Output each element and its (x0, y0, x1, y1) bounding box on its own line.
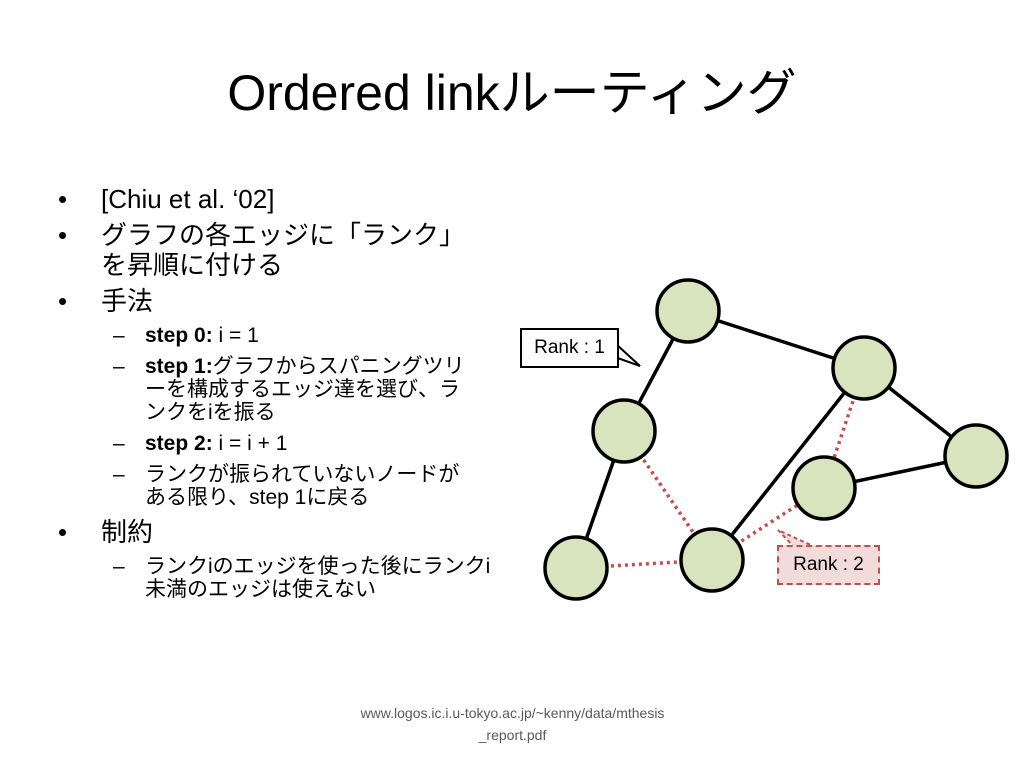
graph-node (679, 527, 745, 593)
step-label: step 2: (145, 432, 213, 455)
bullet-item: • [Chiu et al. ‘02] (58, 184, 518, 214)
graph-node (943, 423, 1009, 489)
edge-rank1 (710, 366, 866, 562)
sub-bullet-item: – step 0: i = 1 (58, 324, 518, 347)
bullet-marker: • (58, 517, 68, 547)
slide-title: Ordered linkルーティング (227, 65, 797, 121)
bullet-text: グラフの各エッジに「ランク」を昇順に付ける (101, 220, 466, 280)
sub-bullet-item: – ランクiのエッジを使った後にランクi未満のエッジは使えない (58, 555, 495, 601)
bullet-item: • 制約 (58, 517, 518, 547)
dash-marker: – (113, 555, 125, 578)
step-text: ランクが振られていないノードがある限り、step 1に戻る (145, 463, 460, 509)
bullet-item: • 手法 (58, 286, 518, 316)
rank2-callout: Rank : 2 (777, 545, 880, 585)
dash-marker: – (113, 324, 125, 347)
graph-node (543, 535, 609, 601)
bullet-text: 手法 (101, 286, 154, 316)
bullet-marker: • (58, 184, 68, 214)
dash-marker: – (113, 463, 125, 486)
step-label: step 1: (145, 355, 213, 378)
rank1-callout: Rank : 1 (520, 328, 619, 368)
bullet-text: [Chiu et al. ‘02] (101, 184, 275, 214)
sub-bullet-item: – ランクが振られていないノードがある限り、step 1に戻る (58, 463, 480, 509)
graph-node (591, 398, 657, 464)
bullet-text: 制約 (101, 517, 154, 547)
step-label: step 0: (145, 324, 213, 347)
graph-node (655, 278, 721, 344)
dash-marker: – (113, 355, 125, 378)
bullet-list: • [Chiu et al. ‘02] • グラフの各エッジに「ランク」を昇順に… (58, 178, 518, 601)
edge-rank2 (622, 430, 714, 561)
bullet-marker: • (58, 286, 68, 316)
graph-node (791, 455, 857, 521)
sub-bullet-item: – step 1:グラフからスパニングツリーを構成するエッジ達を選び、ランクをi… (58, 355, 480, 424)
bullet-marker: • (58, 220, 68, 250)
step-text: i = i + 1 (212, 432, 288, 455)
dash-marker: – (113, 432, 125, 455)
callout-rank1-pointer (611, 343, 641, 367)
bullet-item: • グラフの各エッジに「ランク」を昇順に付ける (58, 220, 518, 280)
sub-bullet-item: – step 2: i = i + 1 (58, 432, 518, 455)
constraint-text: ランクiのエッジを使った後にランクi未満のエッジは使えない (145, 555, 491, 601)
source-url[interactable]: www.logos.ic.i.u-tokyo.ac.jp/~kenny/data… (360, 705, 665, 743)
graph-node (831, 335, 897, 401)
step-text: グラフからスパニングツリーを構成するエッジ達を選び、ランクをiを振る (145, 355, 465, 424)
step-text: i = 1 (212, 324, 259, 347)
callout-rank2-pointer (777, 529, 816, 549)
